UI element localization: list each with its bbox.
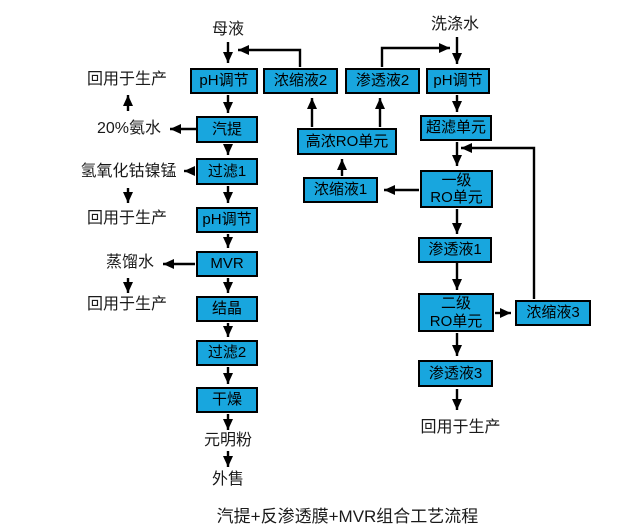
label-ammonia: 20%氨水 [96, 120, 162, 137]
node-stage2-ro: 二级 RO单元 [418, 293, 494, 332]
node-drying: 干燥 [196, 387, 258, 413]
node-ph-adjust-2: pH调节 [196, 207, 258, 233]
label-sodium-sulfate: 元明粉 [203, 432, 252, 449]
label-distilled-water: 蒸馏水 [105, 254, 154, 271]
node-concentrate-3: 浓缩液3 [515, 300, 591, 326]
node-ultrafiltration: 超滤单元 [420, 115, 492, 141]
node-ph-adjust-3: pH调节 [426, 68, 490, 94]
label-reuse-2: 回用于生产 [86, 210, 167, 227]
node-high-conc-ro: 高浓RO单元 [297, 128, 397, 155]
node-permeate-1: 渗透液1 [418, 237, 492, 263]
node-permeate-3: 渗透液3 [418, 360, 493, 387]
label-reuse-4: 回用于生产 [420, 419, 501, 436]
diagram-caption: 汽提+反渗透膜+MVR组合工艺流程 [216, 507, 479, 526]
node-stage1-ro: 一级 RO单元 [420, 170, 493, 208]
node-crystallization: 结晶 [196, 296, 258, 322]
node-mvr: MVR [196, 251, 258, 277]
label-wash-water: 洗涤水 [430, 16, 479, 33]
node-permeate-2: 渗透液2 [345, 68, 420, 94]
label-mother-liquor: 母液 [211, 21, 244, 38]
label-external-sale: 外售 [211, 471, 244, 488]
node-filter-1: 过滤1 [196, 158, 258, 185]
node-concentrate-1: 浓缩液1 [303, 177, 378, 203]
node-concentrate-2: 浓缩液2 [263, 68, 338, 94]
node-stripping: 汽提 [196, 116, 258, 143]
node-ph-adjust-1: pH调节 [190, 68, 258, 94]
node-filter-2: 过滤2 [196, 340, 258, 366]
label-reuse-1: 回用于生产 [86, 71, 167, 88]
label-reuse-3: 回用于生产 [86, 296, 167, 313]
label-cobalt-nickel-manganese-hydroxide: 氢氧化钴镍锰 [80, 163, 177, 180]
